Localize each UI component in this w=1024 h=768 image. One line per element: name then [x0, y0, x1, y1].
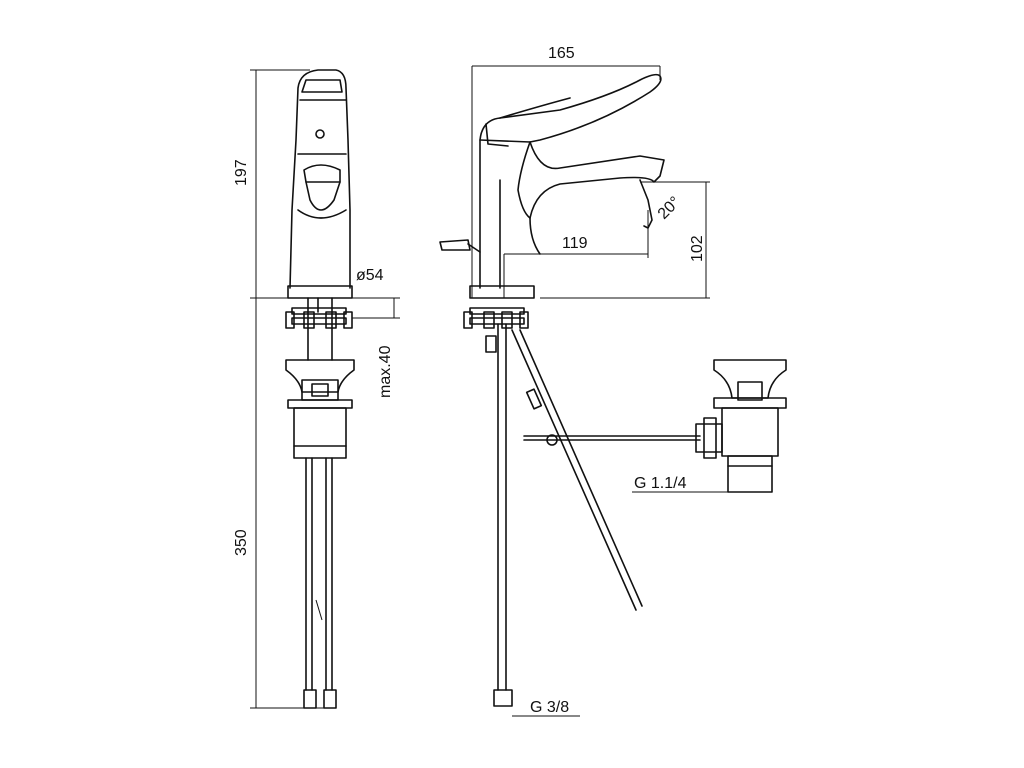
side-view [439, 65, 710, 717]
dim-102: 102 [689, 235, 706, 262]
thread-g114: G 1.1/4 [634, 475, 687, 492]
front-view [250, 69, 400, 709]
waste-detail [632, 359, 787, 493]
dim-diameter-54: ø54 [356, 267, 384, 284]
dim-angle-20: 20° [655, 194, 684, 223]
side-tap-body [479, 73, 662, 289]
front-tap-body [289, 69, 351, 289]
dim-max-40: max.40 [377, 345, 394, 398]
dim-119: 119 [562, 235, 588, 252]
dim-165: 165 [548, 45, 575, 62]
dim-350: 350 [233, 529, 250, 556]
thread-g38: G 3/8 [530, 699, 569, 716]
dim-197: 197 [233, 159, 250, 186]
